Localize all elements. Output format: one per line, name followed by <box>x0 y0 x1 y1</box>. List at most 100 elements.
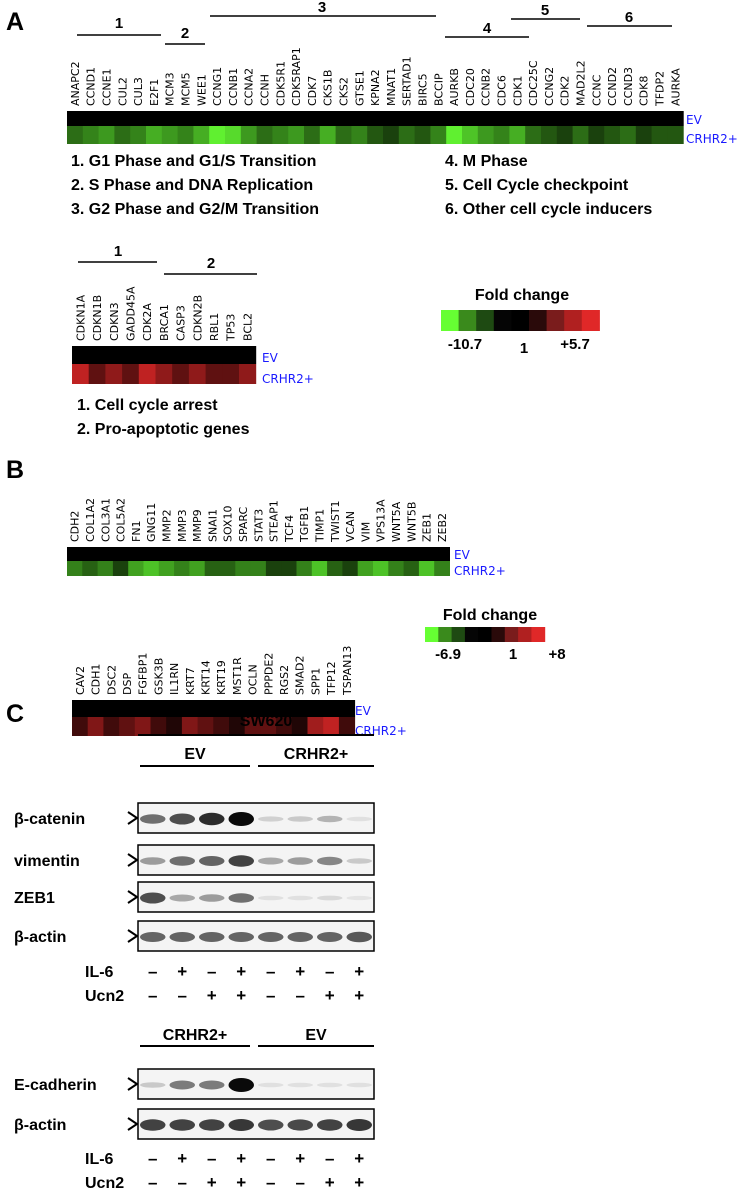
cell-ev-sox10 <box>220 547 236 561</box>
treatment-label-ucn2: Ucn2 <box>85 1175 124 1192</box>
cell-crhr2-vps13a <box>373 561 389 576</box>
cell-crhr2-ccna2 <box>240 126 258 144</box>
cell-ev-zeb1 <box>418 547 435 561</box>
gene-label-cav2: CAV2 <box>74 666 87 695</box>
cell-ev-tcf4 <box>281 547 297 561</box>
group-label-1: 1 <box>115 15 123 32</box>
gene-label-col5a2: COL5A2 <box>115 498 128 542</box>
legend-title: Fold change <box>475 287 569 304</box>
band-beta-catenin-lane-3 <box>199 812 225 826</box>
cell-crhr2-pppde2 <box>260 717 277 736</box>
cell-ev-tspan13 <box>338 700 356 717</box>
band-beta-actin-lane-5 <box>258 1119 284 1131</box>
cell-ev-ccnd2 <box>604 111 621 126</box>
cell-ev-mmp9 <box>189 547 206 561</box>
gene-label-bcl2: BCL2 <box>241 313 254 341</box>
band-beta-catenin-lane-7 <box>317 815 343 823</box>
cell-ev-sparc <box>235 547 252 561</box>
group-note-1: 1. G1 Phase and G1/S Transition <box>71 153 316 170</box>
band-vimentin-lane-5 <box>258 857 284 865</box>
cell-crhr2-bccip <box>430 126 447 144</box>
band-beta-actin-lane-7 <box>317 932 343 942</box>
cell-ev-cdc20 <box>462 111 479 126</box>
band-beta-actin-lane-1 <box>140 1119 166 1131</box>
gene-label-aurka: AURKA <box>669 68 682 106</box>
band-beta-catenin-lane-8 <box>346 816 372 822</box>
gene-label-birc5: BIRC5 <box>417 73 430 106</box>
treatment-ucn2-lane-5: – <box>266 986 275 1005</box>
legend-swatch-8 <box>518 627 532 642</box>
cell-crhr2-rbl1 <box>205 364 223 384</box>
group-label-1: EV <box>184 746 206 763</box>
gene-label-brca1: BRCA1 <box>158 304 171 341</box>
treatment-il6-lane-8: + <box>354 962 364 981</box>
gene-label-wee1: WEE1 <box>195 74 208 106</box>
gene-label-rgs2: RGS2 <box>278 665 291 695</box>
gene-label-pppde2: PPPDE2 <box>262 653 275 695</box>
cell-ev-mmp3 <box>174 547 190 561</box>
cell-crhr2-vcan <box>342 561 359 576</box>
cell-ev-dsp <box>119 700 136 717</box>
cell-ev-bcl2 <box>239 346 257 364</box>
gene-label-ccnd3: CCND3 <box>622 67 635 106</box>
cell-crhr2-tgfb1 <box>296 561 313 576</box>
row-label-ev: EV <box>262 351 279 365</box>
treatment-ucn2-lane-6: – <box>296 986 305 1005</box>
cell-ev-wee1 <box>193 111 210 126</box>
band-vimentin-lane-2 <box>169 856 195 866</box>
cell-ev-twist1 <box>327 547 343 561</box>
gene-label-gng11: GNG11 <box>145 503 158 542</box>
band-beta-actin-lane-3 <box>199 1119 225 1131</box>
band-vimentin-lane-6 <box>287 857 313 865</box>
treatment-ucn2-lane-4: + <box>236 986 246 1005</box>
protein-label-e-cadherin: E-cadherin <box>14 1077 97 1094</box>
treatment-il6-lane-6: + <box>295 962 305 981</box>
gene-label-cdk1: CDK1 <box>511 76 524 106</box>
cell-crhr2-cdc20 <box>462 126 479 144</box>
gene-label-wnt5a: WNT5A <box>390 501 403 542</box>
cell-ev-vim <box>357 547 374 561</box>
cell-ev-cdk1 <box>509 111 526 126</box>
cell-ev-sertad1 <box>398 111 416 126</box>
gene-label-cdc20: CDC20 <box>464 68 477 106</box>
gene-label-dsc2: DSC2 <box>105 665 118 695</box>
gene-label-tspan13: TSPAN13 <box>341 646 354 696</box>
gene-label-cdkn1a: CDKN1A <box>74 294 87 341</box>
band-beta-catenin-lane-5 <box>258 816 284 822</box>
cell-ev-ccnb2 <box>477 111 495 126</box>
cell-crhr2-stat3 <box>250 561 267 576</box>
band-beta-catenin-lane-2 <box>169 813 195 825</box>
gene-label-krt14: KRT14 <box>199 660 212 695</box>
protein-label-zeb1: ZEB1 <box>14 890 55 907</box>
band-e-cadherin-lane-2 <box>169 1080 195 1090</box>
cell-ev-aurka <box>667 111 684 126</box>
cell-ev-ccnb1 <box>225 111 242 126</box>
cell-ev-gng11 <box>143 547 160 561</box>
cell-crhr2-gtse1 <box>351 126 368 144</box>
group-note-4: 4. M Phase <box>445 153 528 170</box>
gene-label-aurkb: AURKB <box>448 68 461 106</box>
cell-ev-cdc6 <box>493 111 510 126</box>
cell-crhr2-tfp12 <box>323 717 340 736</box>
cell-ev-cks1b <box>319 111 337 126</box>
legend-swatch-9 <box>581 310 600 331</box>
gene-label-gsk3b: GSK3B <box>152 658 165 695</box>
legend-swatch-3 <box>451 627 466 642</box>
gene-label-vps13a: VPS13A <box>375 499 388 542</box>
gene-label-cks2: CKS2 <box>338 77 351 106</box>
row-label-ev: EV <box>454 548 471 562</box>
cell-crhr2-cav2 <box>72 717 89 736</box>
gene-label-cdc6: CDC6 <box>496 75 509 106</box>
cell-crhr2-sparc <box>235 561 252 576</box>
gene-label-tcf4: TCF4 <box>283 515 296 543</box>
cell-crhr2-cdk5rap1 <box>288 126 305 144</box>
cell-ev-birc5 <box>414 111 431 126</box>
cell-ev-mcm5 <box>177 111 194 126</box>
gene-label-ccnc: CCNC <box>590 74 603 106</box>
gene-label-anapc2: ANAPC2 <box>69 61 82 106</box>
cell-crhr2-fn1 <box>128 561 144 576</box>
cell-crhr2-mnat1 <box>383 126 400 144</box>
